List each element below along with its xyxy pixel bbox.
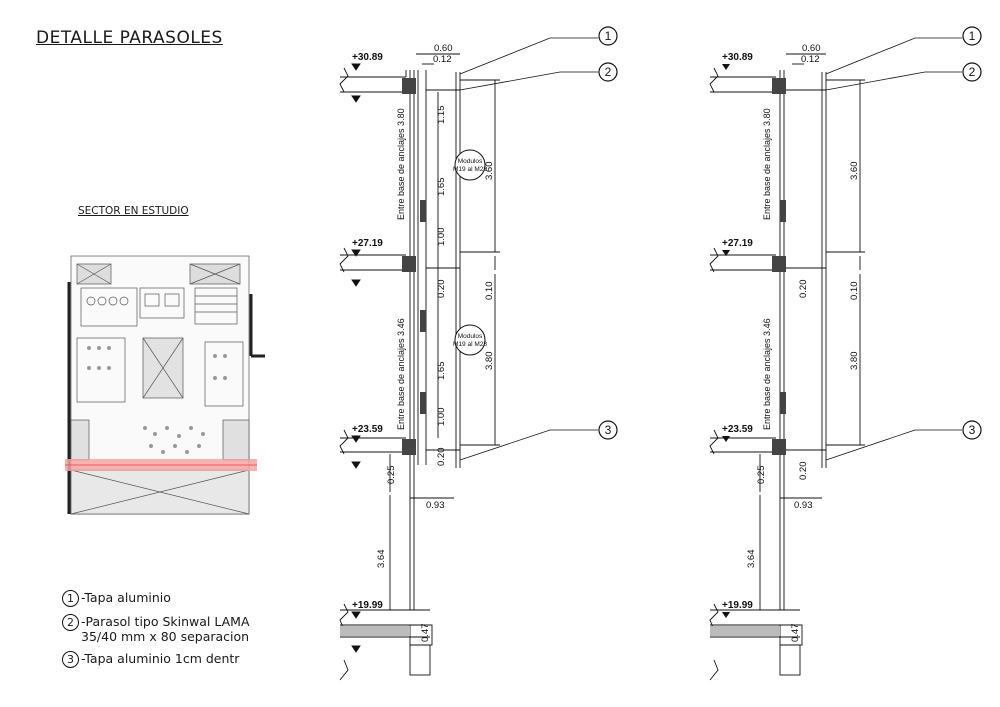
- dim-vertical: 0.20: [436, 280, 447, 299]
- legend-item: 3 -Tapa aluminio 1cm dentr: [62, 651, 302, 668]
- legend-number: 3: [62, 651, 79, 668]
- badge-line2: M19 al M28: [453, 341, 487, 348]
- level-label: +19.99: [722, 600, 753, 611]
- level-label: +23.59: [722, 424, 753, 435]
- dim-bottom: 0.25: [756, 466, 767, 485]
- callout-number: 1: [969, 29, 976, 43]
- dim-vertical: 1.65: [436, 362, 447, 381]
- dim-right: 0.10: [849, 282, 860, 301]
- legend-text: -Tapa aluminio: [81, 590, 171, 605]
- dim-right: 0.10: [484, 282, 495, 301]
- dim-vertical: 0.20: [436, 448, 447, 467]
- dim-right: 3.60: [484, 162, 495, 181]
- badge-line1: Modulos: [458, 333, 483, 340]
- dim-bottom: 0.93: [794, 500, 813, 511]
- anchor-label: Entre base de anclajes 3.46: [396, 318, 406, 430]
- level-label: +23.59: [352, 424, 383, 435]
- dim-top-1: 0.12: [801, 54, 820, 65]
- legend-number: 1: [62, 590, 79, 607]
- dim-bottom: 0.47: [790, 624, 801, 643]
- level-label: +30.89: [722, 52, 753, 63]
- dim-right: 3.60: [849, 162, 860, 181]
- legend-item: 2 -Parasol tipo Skinwal LAMA 35/40 mm x …: [62, 614, 302, 644]
- dim-bottom: 0.25: [386, 466, 397, 485]
- dim-top-0: 0.60: [802, 43, 821, 54]
- legend-text: -Parasol tipo Skinwal LAMA 35/40 mm x 80…: [81, 614, 250, 644]
- badge-line1: Modulos: [458, 158, 483, 165]
- floor-plan: [65, 255, 265, 515]
- dim-vertical: 1.15: [436, 106, 447, 125]
- dim-top-0: 0.60: [434, 43, 453, 54]
- dim-vertical: 0.20: [798, 462, 809, 481]
- legend-item: 1 -Tapa aluminio: [62, 590, 302, 607]
- level-label: +27.19: [352, 238, 383, 249]
- section-detail-left: Modulos M19 al M28 Modulos M19 al M28 +3…: [339, 26, 618, 681]
- sector-label: SECTOR EN ESTUDIO: [78, 205, 189, 217]
- dim-vertical: 0.20: [798, 280, 809, 299]
- dim-top-1: 0.12: [433, 54, 452, 65]
- level-label: +30.89: [352, 52, 383, 63]
- callout-number: 2: [605, 65, 612, 79]
- legend: 1 -Tapa aluminio 2 -Parasol tipo Skinwal…: [62, 590, 302, 675]
- callout-number: 3: [605, 423, 612, 437]
- anchor-label: Entre base de anclajes 3.46: [762, 318, 772, 430]
- dim-vertical: 1.00: [436, 228, 447, 247]
- dim-bottom: 0.47: [420, 624, 431, 643]
- callout-number: 2: [969, 65, 976, 79]
- level-label: +19.99: [352, 600, 383, 611]
- dim-vertical: 1.65: [436, 178, 447, 197]
- level-label: +27.19: [722, 238, 753, 249]
- dim-vertical: 1.00: [436, 408, 447, 427]
- callout-number: 1: [605, 29, 612, 43]
- dim-right: 3.80: [849, 352, 860, 371]
- dim-bottom: 3.64: [376, 550, 387, 569]
- anchor-label: Entre base de anclajes 3.80: [762, 108, 772, 220]
- page-title: DETALLE PARASOLES: [36, 28, 223, 48]
- legend-number: 2: [62, 614, 79, 631]
- anchor-label: Entre base de anclajes 3.80: [396, 108, 406, 220]
- dim-right: 3.80: [484, 352, 495, 371]
- legend-text: -Tapa aluminio 1cm dentr: [81, 651, 240, 666]
- section-detail-right: +30.89 +27.19 +23.59 +19.99 0.60 0.12 0.…: [709, 26, 982, 681]
- dim-bottom: 0.93: [426, 500, 445, 511]
- badge-line2: M19 al M28: [453, 166, 487, 173]
- callout-number: 3: [969, 423, 976, 437]
- dim-bottom: 3.64: [746, 550, 757, 569]
